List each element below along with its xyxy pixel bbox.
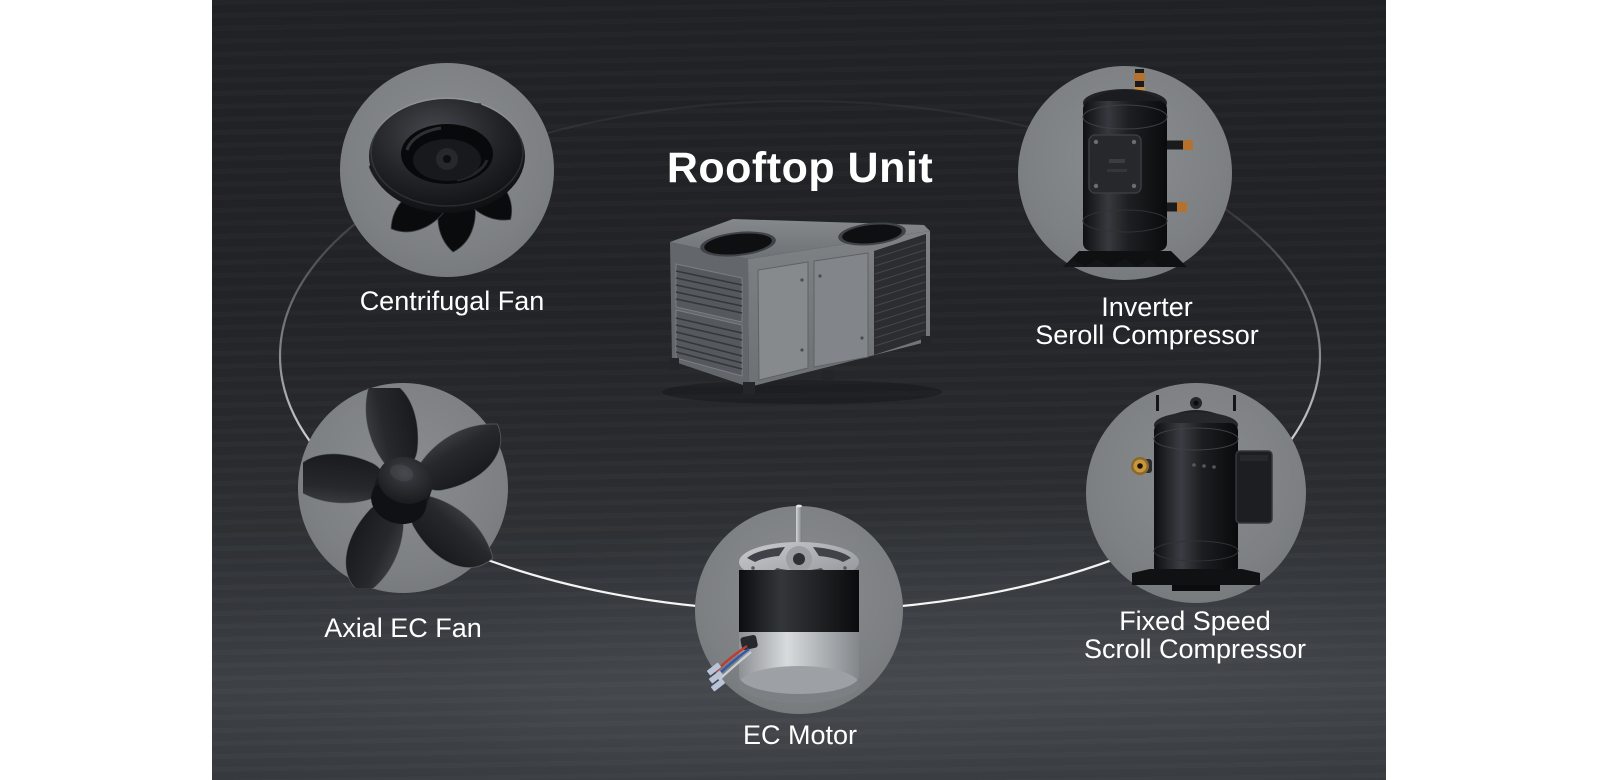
fixed-speed-scroll-compressor-image xyxy=(1131,395,1273,591)
component-label-line: EC Motor xyxy=(742,720,858,750)
centrifugal-fan-image xyxy=(368,97,525,253)
inverter-scroll-compressor-circle xyxy=(1018,66,1232,280)
component-label-line: Scroll Compressor xyxy=(1083,634,1307,664)
component-label-centrifugal-fan: Centrifugal Fan xyxy=(302,287,602,315)
inverter-scroll-compressor-image xyxy=(1063,69,1193,267)
rooftop-unit-image xyxy=(662,219,942,404)
component-label-line: Seroll Compressor xyxy=(1035,320,1259,350)
component-label-axial-ec-fan: Axial EC Fan xyxy=(253,614,553,642)
component-label-inverter-scroll-compressor: Inverter Seroll Compressor xyxy=(977,293,1317,349)
fixed-speed-scroll-compressor-circle xyxy=(1086,383,1306,603)
component-label-ec-motor: EC Motor xyxy=(650,721,950,749)
ec-motor-image xyxy=(707,504,859,702)
component-label-line: Centrifugal Fan xyxy=(359,286,545,316)
component-label-line: Fixed Speed xyxy=(1119,606,1271,636)
component-label-line: Inverter xyxy=(1101,292,1193,322)
centrifugal-fan-circle xyxy=(340,63,554,277)
axial-ec-fan-circle xyxy=(298,383,508,593)
component-label-line: Axial EC Fan xyxy=(324,613,482,643)
ec-motor-circle xyxy=(695,504,903,714)
diagram-stage: Rooftop Unit xyxy=(212,0,1386,780)
axial-ec-fan-image xyxy=(303,388,502,588)
page-title: Rooftop Unit xyxy=(666,144,934,192)
component-label-fixed-speed-scroll-compressor: Fixed Speed Scroll Compressor xyxy=(1015,607,1375,663)
